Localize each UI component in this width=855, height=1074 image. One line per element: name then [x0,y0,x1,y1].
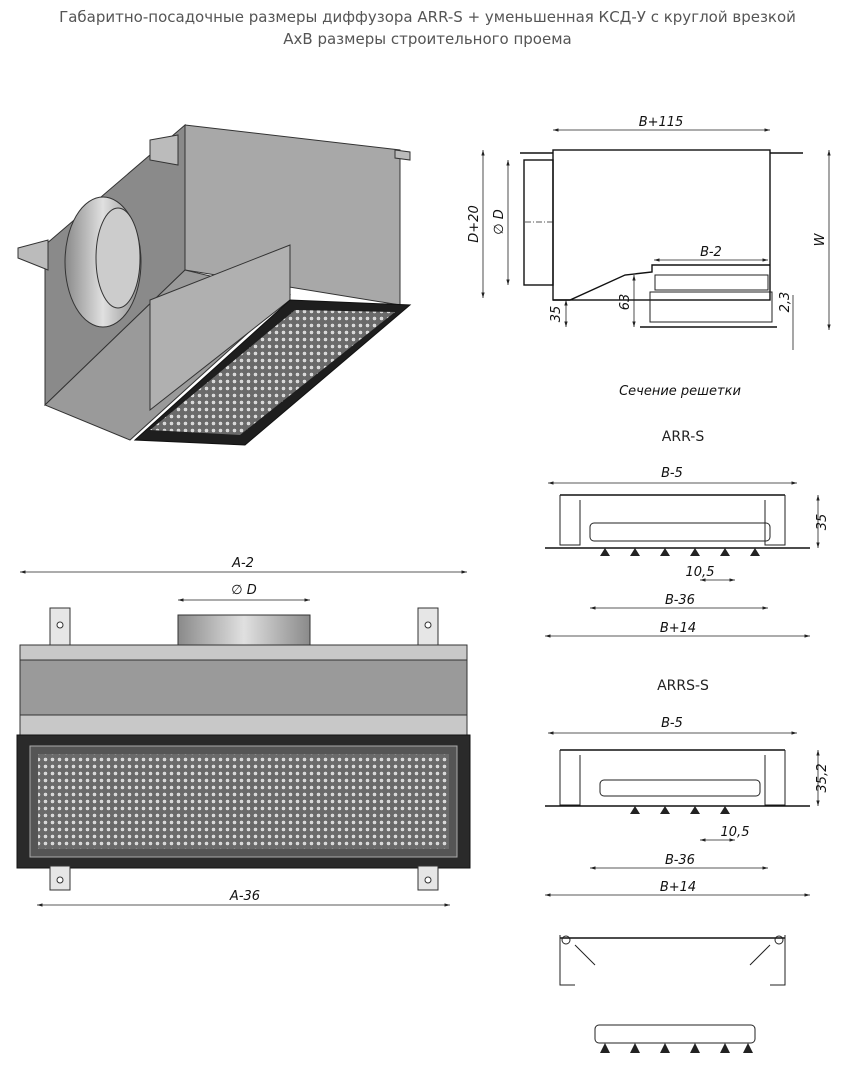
dim-2-3: 2,3 [778,292,793,313]
dim-63: 63 [618,294,633,311]
dim-35: 35 [549,306,564,323]
arrs-s-section: ARRS-S B-5 35,2 10,5 B-36 B+14 [545,678,830,897]
section-caption: Сечение решетки [619,384,741,399]
frame-part [559,935,786,986]
dim-a-minus-36: A-36 [229,889,260,904]
dim-35: 35 [815,514,830,531]
mounting-bracket [394,149,411,161]
dim-b-plus-115: B+115 [639,115,684,130]
front-view: A-2 ∅ D A-36 [16,556,471,907]
isometric-view [17,123,412,446]
mounting-bracket [17,239,49,271]
dim-diameter: ∅ D [231,583,256,598]
dim-b-minus-36: B-36 [665,593,695,608]
louver-part [594,1024,756,1053]
title-line-1: Габаритно-посадочные размеры диффузора A… [59,8,796,26]
dim-pitch: 10,5 [721,825,750,840]
dim-b-plus-14: B+14 [660,880,696,895]
dim-35-2: 35,2 [815,764,830,793]
side-view: B+115 D+20 ∅ D W B-2 63 35 2,3 Сечение р… [467,115,831,399]
dim-a-minus-2: A-2 [231,556,254,571]
arr-s-section: ARR-S B-5 35 10,5 B-36 B+14 [545,429,830,638]
mounting-bracket [149,134,179,166]
dim-pitch: 10,5 [686,565,715,580]
dim-b-plus-14: B+14 [660,621,696,636]
title-line-2: АхВ размеры строительного проема [283,30,572,48]
dim-b-minus-36: B-36 [665,853,695,868]
arrs-s-label: ARRS-S [657,678,709,694]
dim-b-minus-2: B-2 [700,245,722,260]
dim-b-minus-5: B-5 [661,716,683,731]
arr-s-label: ARR-S [662,429,705,445]
dim-diameter: ∅ D [492,209,507,234]
dim-b-minus-5: B-5 [661,466,683,481]
dim-w: W [813,232,828,246]
drawing-title: Габаритно-посадочные размеры диффузора A… [0,6,855,50]
dim-d-plus-20: D+20 [467,205,482,242]
